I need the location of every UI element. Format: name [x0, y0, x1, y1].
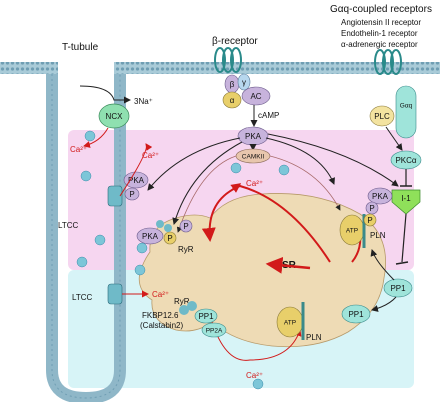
p-ryr2-node: [179, 219, 193, 233]
i1-label: I-1: [401, 194, 411, 203]
ca-center-label: Ca²⁺: [246, 179, 263, 188]
ltcc-top-channel: [107, 185, 123, 207]
p-ryr2-label: P: [183, 222, 188, 231]
camp-label: cAMP: [258, 111, 279, 120]
p-pln2-node: [363, 213, 377, 227]
beta-receptor-label: β-receptor: [212, 36, 258, 47]
pkca-label: PKCα: [395, 156, 416, 165]
ryr-bottom-bead-icon: [179, 305, 189, 315]
beta-receptor-icon: [214, 47, 242, 73]
pp2a-label: PP2A: [206, 328, 223, 335]
ac-label: AC: [250, 92, 261, 101]
pka-center-label: PKA: [245, 132, 262, 141]
pp2a-node: [201, 322, 227, 338]
calstabin-label: (Calstabin2): [140, 321, 183, 330]
gaq-receptor-3: α-adrenergic receptor: [341, 40, 418, 49]
g-beta-label: β: [230, 80, 235, 89]
atp-bottom-label: ATP: [284, 320, 296, 327]
pln-top-label: PLN: [370, 231, 386, 240]
p-ryr1-label: P: [167, 234, 172, 243]
na-label: 3Na⁺: [134, 97, 153, 106]
p-ryr1-node: [163, 231, 177, 245]
ltcc-top-label: LTCC: [58, 221, 79, 230]
ryr-bottom-label: RyR: [174, 297, 190, 306]
g-alpha-node: [222, 91, 242, 109]
ryr-top-label: RyR: [178, 245, 194, 254]
ltcc-bottom-label: LTCC: [72, 293, 93, 302]
p-ltcc-node: [124, 187, 140, 201]
ttubule-label: T-tubule: [62, 42, 99, 53]
pka-ryr-node: [136, 227, 164, 245]
plc-node: [369, 105, 395, 127]
ncx-label: NCX: [106, 112, 124, 121]
i1-node: [391, 189, 421, 215]
ncx-node: [98, 103, 130, 129]
pp1-ryr-node: [194, 308, 218, 324]
ca-ncx-label: Ca²⁺: [70, 145, 87, 154]
pp1-right-node: [383, 278, 413, 298]
p-pln2-label: P: [367, 216, 372, 225]
gaq-node: [395, 85, 417, 139]
p-ltcc-label: P: [129, 190, 134, 199]
pp1-bottom-node: [341, 304, 371, 324]
calcium-ion-icons: [76, 130, 290, 390]
p-pln1-node: [365, 201, 379, 215]
pp1-ryr-label: PP1: [198, 312, 214, 321]
ac-node: [241, 86, 271, 106]
g-gamma-node: [237, 73, 251, 91]
pka-ltcc-label: PKA: [128, 176, 145, 185]
pln-bottom-label: PLN: [306, 333, 322, 342]
ryr-top-bead-icon: [156, 220, 164, 228]
pka-ltcc-node: [123, 171, 149, 189]
gaq-label: Gαq: [400, 103, 413, 110]
g-alpha-label: α: [230, 96, 235, 105]
pka-ryr-label: PKA: [142, 232, 159, 241]
ltcc-bottom-channel: [107, 283, 123, 305]
p-pln1-label: P: [369, 204, 374, 213]
atp-top-label: ATP: [346, 228, 358, 235]
plc-label: PLC: [374, 112, 390, 121]
pka-pln-label: PKA: [372, 192, 389, 201]
g-gamma-label: γ: [242, 78, 246, 87]
gaq-receptor-2: Endothelin-1 receptor: [341, 29, 418, 38]
ca-ltcc-label: Ca²⁺: [142, 151, 159, 160]
gaq-receptor-1: Angiotensin II receptor: [341, 18, 421, 27]
camkii-label: CAMKII: [242, 154, 265, 161]
gaq-receptor-icon: [374, 49, 402, 75]
gaq-receptors-title: Gαq-coupled receptors: [330, 4, 432, 15]
pp1-right-label: PP1: [390, 284, 406, 293]
ca-ltcc2-label: Ca²⁺: [152, 290, 169, 299]
pp1-bottom-label: PP1: [348, 310, 364, 319]
fkbp-label: FKBP12.6: [142, 311, 179, 320]
pka-pln-node: [367, 187, 393, 205]
ca-bottom-label: Ca²⁺: [246, 371, 263, 380]
